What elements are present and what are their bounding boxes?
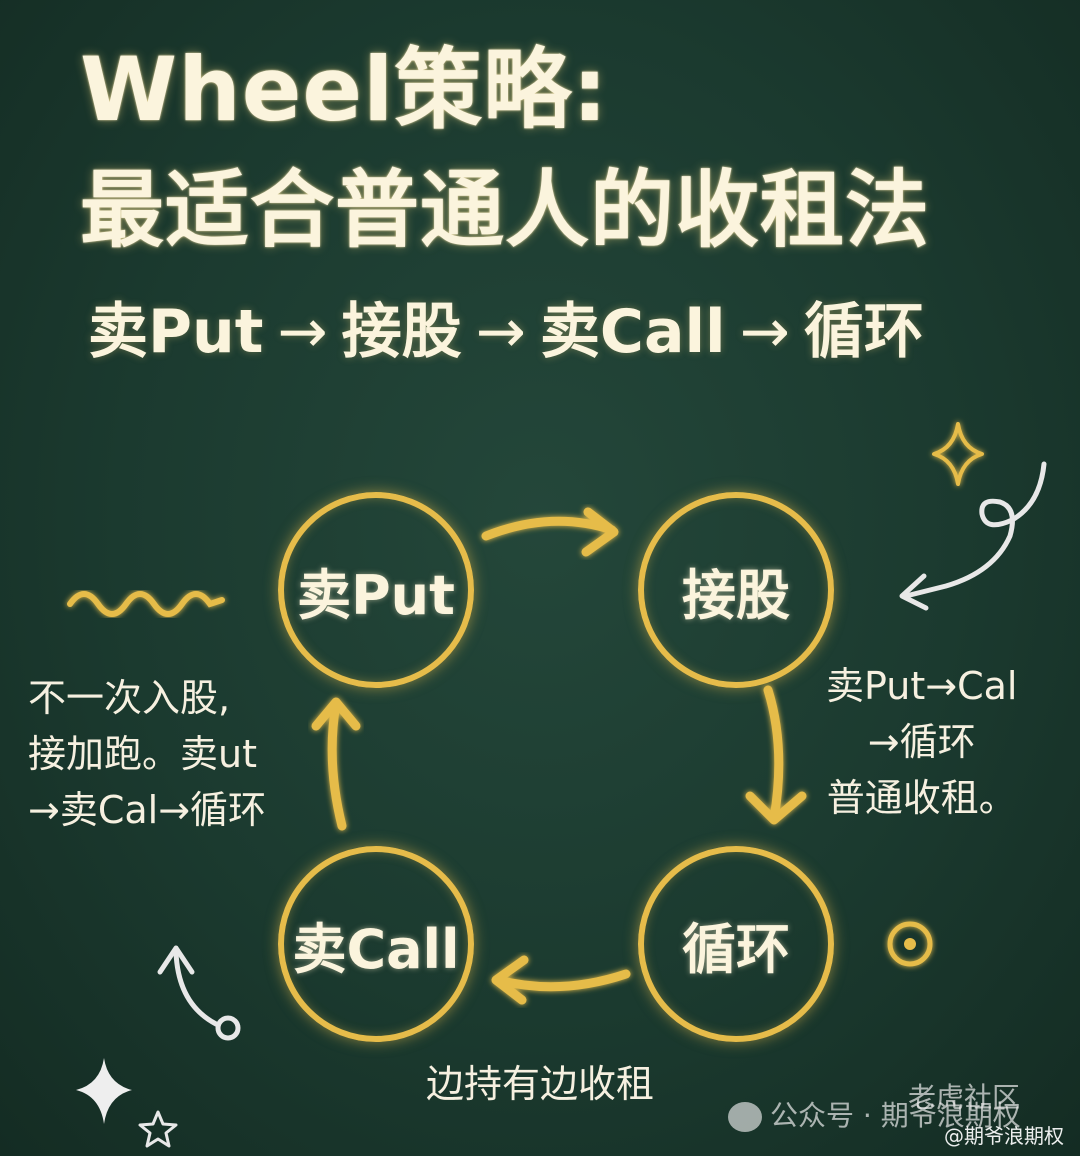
flow-step-sell-call: 卖Call (539, 297, 726, 367)
note-left-line: 接加跑。卖ut (28, 732, 257, 776)
watermark-handle: @期爷浪期权 (944, 1124, 1064, 1148)
note-bottom: 边持有边收租 (426, 1062, 655, 1106)
flow-step-take-stock: 接股 (341, 297, 462, 367)
hook-arrow-icon (157, 945, 241, 1041)
node-cycle: 循环 (638, 846, 834, 1042)
watermark-community: 老虎社区 (908, 1081, 1021, 1114)
flow-arrow-icon: → (475, 297, 526, 367)
watermark-account-text: 公众号 · 期爷浪期权 (770, 1099, 1021, 1132)
title-line-2: 最适合普通人的收租法 (80, 161, 931, 259)
flow-arrow-icon: → (739, 297, 790, 367)
note-left: 不一次入股, 接加跑。卖ut →卖Cal→循环 (28, 670, 266, 838)
note-right-line: 卖Put→Cal (826, 664, 1018, 708)
flow-arrow-icon: → (277, 297, 328, 367)
arrow-call-to-put-icon (311, 697, 361, 831)
node-take-stock: 接股 (638, 492, 834, 688)
flow-summary: 卖Put→接股→卖Call→循环 (88, 292, 924, 372)
title-line-1: Wheel策略: (80, 38, 609, 141)
arrow-cycle-to-call-icon (491, 955, 631, 1005)
curly-arrow-icon (899, 461, 1047, 611)
target-icon (887, 921, 933, 967)
wechat-icon (728, 1102, 762, 1132)
note-left-line: →卖Cal→循环 (28, 788, 267, 832)
flow-step-cycle: 循环 (803, 297, 924, 367)
node-sell-call: 卖Call (278, 846, 474, 1042)
arrow-put-to-stock-icon (481, 507, 619, 557)
note-right-line: →循环 (867, 720, 976, 764)
note-right: 卖Put→Cal →循环 普通收租。 (826, 658, 1017, 826)
squiggle-icon (67, 591, 225, 617)
watermark-account: 公众号 · 期爷浪期权 (728, 1094, 1021, 1134)
sparkle-icon (932, 422, 984, 486)
arrow-stock-to-cycle-icon (745, 685, 807, 825)
node-sell-put: 卖Put (278, 492, 474, 688)
star-icon (138, 1110, 178, 1148)
sparkle-icon (76, 1058, 132, 1124)
target-dot-icon (904, 938, 916, 950)
note-left-line: 不一次入股, (28, 676, 231, 720)
flow-step-sell-put: 卖Put (88, 297, 264, 367)
note-right-line: 普通收租。 (826, 776, 1017, 820)
